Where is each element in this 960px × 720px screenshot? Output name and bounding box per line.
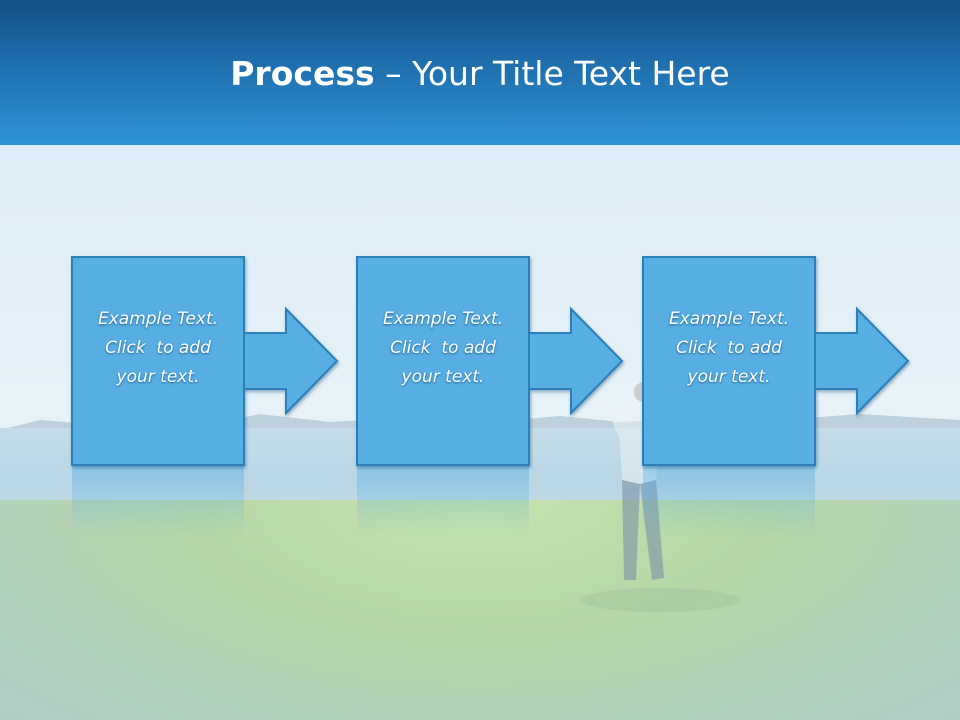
step-2-line-2: Click to add: [390, 338, 496, 358]
process-step-2[interactable]: [356, 256, 624, 466]
step-3-line-3: your text.: [687, 367, 771, 387]
step-3-box: [642, 256, 816, 466]
step-3-text[interactable]: Example Text. Click to add your text.: [643, 305, 815, 392]
process-step-3[interactable]: [642, 256, 910, 466]
step-2-arrow: [527, 306, 624, 416]
step-1-line-2: Click to add: [105, 338, 211, 358]
step-reflections: [72, 466, 815, 536]
step-3-line-1: Example Text.: [668, 309, 790, 329]
step-2-box: [356, 256, 530, 466]
step-1-arrow: [242, 306, 339, 416]
step-2-line-1: Example Text.: [382, 309, 504, 329]
process-step-1[interactable]: [71, 256, 339, 466]
slide-title[interactable]: Process – Your Title Text Here: [0, 52, 960, 96]
step-2-text[interactable]: Example Text. Click to add your text.: [357, 305, 529, 392]
title-bold: Process: [230, 54, 375, 93]
step-3-line-2: Click to add: [676, 338, 782, 358]
title-rest: Your Title Text Here: [412, 54, 730, 93]
step-1-box: [71, 256, 245, 466]
step-1-line-1: Example Text.: [97, 309, 219, 329]
title-banner: Process – Your Title Text Here: [0, 0, 960, 145]
title-separator: –: [374, 54, 413, 93]
step-3-arrow: [813, 306, 910, 416]
step-2-line-3: your text.: [401, 367, 485, 387]
step-1-line-3: your text.: [116, 367, 200, 387]
grass-field: [0, 500, 960, 720]
step-1-text[interactable]: Example Text. Click to add your text.: [72, 305, 244, 392]
